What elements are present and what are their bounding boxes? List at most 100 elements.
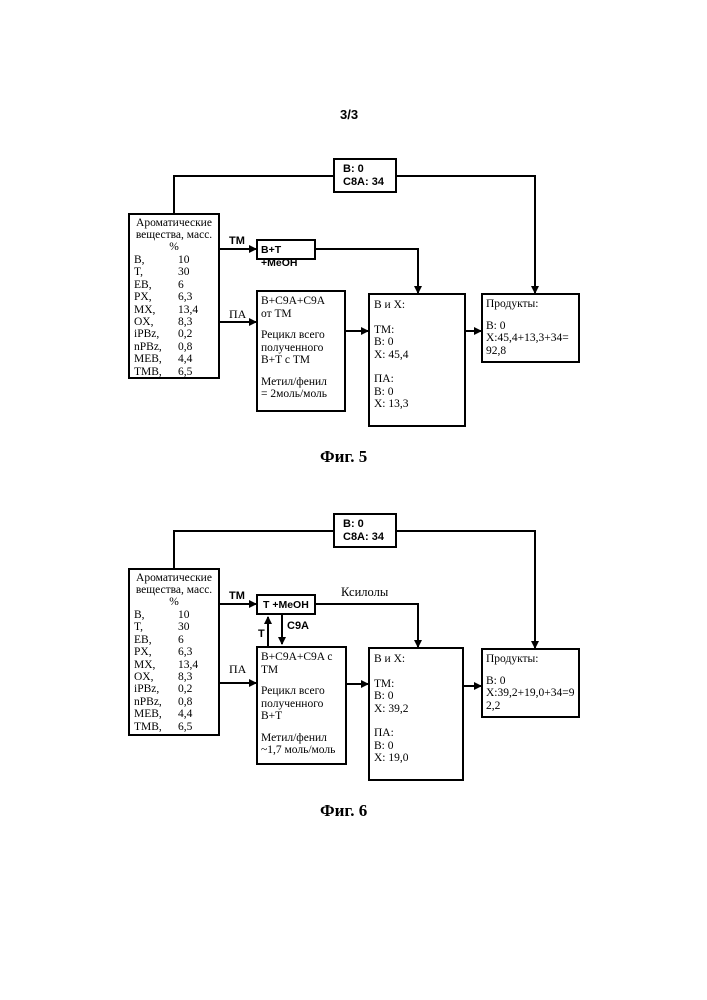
fig6-pa-box: B+C9A+C9A с ТМ Рецикл всего полученного … (256, 646, 347, 765)
fig5-caption: Фиг. 5 (320, 447, 367, 467)
component-value: 13,4 (178, 659, 218, 671)
fig6-feed-table: B,10T,30EB,6PX,6,3MX,13,4OX,8,3iPBz,0,2n… (134, 609, 218, 733)
component-name: T, (134, 266, 178, 278)
fig6-bx-box: B и X: ТМ: B: 0 X: 39,2 ПА: B: 0 X: 19,0 (368, 647, 464, 781)
fig5-pa-recycle: Рецикл всего полученного B+T с ТМ (261, 329, 341, 367)
fig6-pa-feed: B+C9A+C9A с ТМ (261, 651, 342, 676)
composition-row: T,30 (134, 266, 218, 278)
component-name: B, (134, 254, 178, 266)
composition-row: EB,6 (134, 634, 218, 646)
composition-row: nPBz,0,8 (134, 696, 218, 708)
fig6-bypass-line (174, 531, 333, 568)
fig6-bx-pa: ПА: B: 0 X: 19,0 (374, 727, 458, 765)
component-name: EB, (134, 279, 178, 291)
composition-row: MEB,4,4 (134, 353, 218, 365)
fig6-label-t: T (258, 628, 265, 641)
component-name: MEB, (134, 353, 178, 365)
component-name: OX, (134, 316, 178, 328)
component-value: 13,4 (178, 304, 218, 316)
fig6-bypass-c8a: C8A: 34 (343, 531, 395, 544)
fig6-bx-title: B и X: (374, 653, 458, 666)
composition-row: B,10 (134, 609, 218, 621)
component-value: 6 (178, 634, 218, 646)
fig5-feed-box: Ароматические вещества, масс. % B,10T,30… (128, 213, 220, 379)
composition-row: PX,6,3 (134, 646, 218, 658)
composition-row: OX,8,3 (134, 316, 218, 328)
fig5-tm-reactor-box: B+T +MeOH (256, 239, 316, 260)
component-name: OX, (134, 671, 178, 683)
component-value: 6 (178, 279, 218, 291)
fig5-tm-to-bx (316, 249, 418, 293)
fig6-products-box: Продукты: B: 0 X:39,2+19,0+34=9 2,2 (481, 648, 580, 718)
fig5-feed-table: B,10T,30EB,6PX,6,3MX,13,4OX,8,3iPBz,0,2n… (134, 254, 218, 378)
fig5-bypass-b: B: 0 (343, 163, 395, 176)
component-name: nPBz, (134, 696, 178, 708)
fig6-feed-box: Ароматические вещества, масс. % B,10T,30… (128, 568, 220, 736)
component-value: 30 (178, 621, 218, 633)
fig6-label-c9a: C9A (287, 620, 309, 633)
component-name: MX, (134, 659, 178, 671)
fig6-bypass-b: B: 0 (343, 518, 395, 531)
component-name: PX, (134, 291, 178, 303)
fig6-bypass-box: B: 0 C8A: 34 (333, 513, 397, 548)
component-name: B, (134, 609, 178, 621)
component-value: 4,4 (178, 353, 218, 365)
fig5-products-title: Продукты: (486, 298, 575, 311)
composition-row: T,30 (134, 621, 218, 633)
composition-row: iPBz,0,2 (134, 328, 218, 340)
fig5-label-tm: TM (229, 235, 245, 248)
composition-row: MEB,4,4 (134, 708, 218, 720)
fig6-feed-title: Ароматические вещества, масс. % (133, 572, 215, 608)
component-name: TMB, (134, 366, 178, 378)
component-name: T, (134, 621, 178, 633)
composition-row: TMB,6,5 (134, 366, 218, 378)
composition-row: MX,13,4 (134, 659, 218, 671)
fig5-pa-feed: B+C9A+C9A от ТМ (261, 295, 341, 320)
composition-row: MX,13,4 (134, 304, 218, 316)
fig5-bypass-c8a: C8A: 34 (343, 176, 395, 189)
component-name: iPBz, (134, 683, 178, 695)
component-name: PX, (134, 646, 178, 658)
fig5-label-pa: ПА (229, 308, 246, 321)
fig6-caption: Фиг. 6 (320, 801, 367, 821)
fig6-products-title: Продукты: (486, 653, 575, 666)
fig5-bx-box: B и X: ТМ: B: 0 X: 45,4 ПА: B: 0 X: 13,3 (368, 293, 466, 427)
component-value: 6,3 (178, 291, 218, 303)
fig5-bx-title: B и X: (374, 299, 460, 312)
composition-row: OX,8,3 (134, 671, 218, 683)
component-value: 0,8 (178, 696, 218, 708)
composition-row: iPBz,0,2 (134, 683, 218, 695)
fig5-feed-title: Ароматические вещества, масс. % (133, 217, 215, 253)
fig6-pa-ratio: Метил/фенил ~1,7 моль/моль (261, 732, 342, 757)
fig6-label-tm: TM (229, 590, 245, 603)
fig5-bypass-box: B: 0 C8A: 34 (333, 158, 397, 193)
fig5-pa-box: B+C9A+C9A от ТМ Рецикл всего полученного… (256, 290, 346, 412)
component-value: 6,5 (178, 721, 218, 733)
composition-row: nPBz,0,8 (134, 341, 218, 353)
component-name: MX, (134, 304, 178, 316)
composition-row: EB,6 (134, 279, 218, 291)
fig5-products-body: B: 0 X:45,4+13,3+34= 92,8 (486, 320, 575, 358)
component-value: 0,8 (178, 341, 218, 353)
fig6-products-body: B: 0 X:39,2+19,0+34=9 2,2 (486, 675, 575, 713)
component-value: 10 (178, 254, 218, 266)
fig5-bx-tm: ТМ: B: 0 X: 45,4 (374, 324, 460, 362)
component-value: 0,2 (178, 328, 218, 340)
component-value: 6,3 (178, 646, 218, 658)
component-name: TMB, (134, 721, 178, 733)
component-value: 10 (178, 609, 218, 621)
component-value: 8,3 (178, 316, 218, 328)
fig6-label-xylenes: Ксилолы (341, 586, 388, 599)
fig5-products-box: Продукты: B: 0 X:45,4+13,3+34= 92,8 (481, 293, 580, 363)
composition-row: PX,6,3 (134, 291, 218, 303)
component-name: nPBz, (134, 341, 178, 353)
component-name: iPBz, (134, 328, 178, 340)
component-name: MEB, (134, 708, 178, 720)
component-value: 8,3 (178, 671, 218, 683)
fig6-label-pa: ПА (229, 663, 246, 676)
component-value: 4,4 (178, 708, 218, 720)
fig6-tm-to-bx (316, 604, 418, 647)
component-value: 6,5 (178, 366, 218, 378)
component-value: 30 (178, 266, 218, 278)
